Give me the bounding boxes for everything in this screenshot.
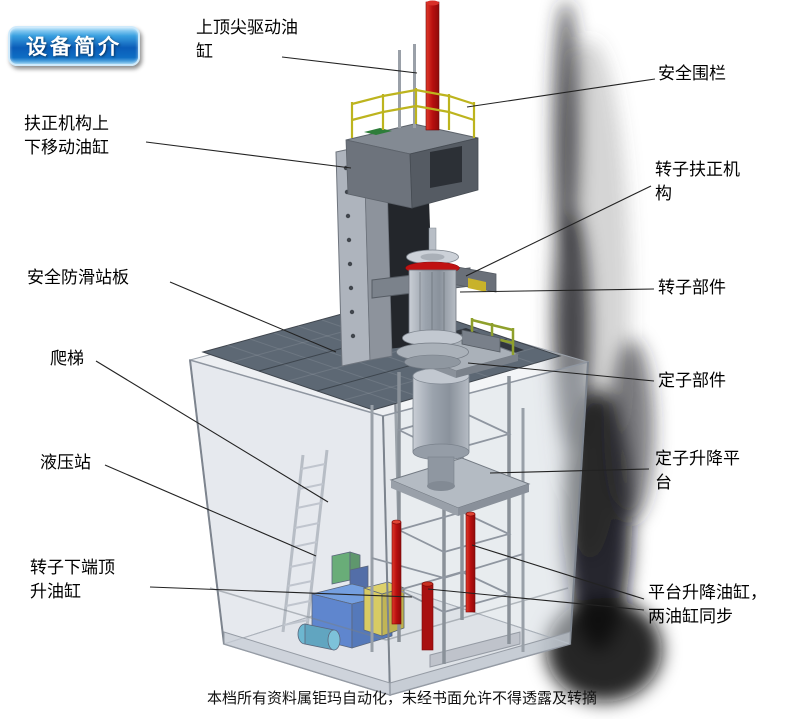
- title-badge-label: 设备简介: [26, 36, 122, 59]
- title-badge: 设备简介: [8, 26, 140, 66]
- leader-line: [95, 360, 329, 503]
- top-drive-cylinder-graphic: [398, 0, 440, 131]
- annotation-safety-fence: 安全围栏: [658, 64, 726, 83]
- annotation-ladder: 爬梯: [50, 349, 84, 368]
- leader-line: [471, 544, 645, 600]
- lift-cylinders-graphic: [391, 511, 476, 651]
- annotation-centering-mechanism-cylinder: 扶正机构上 下移动油缸: [24, 114, 109, 157]
- annotation-hydraulic-station: 液压站: [40, 453, 91, 472]
- rotor-graphic: [371, 227, 501, 370]
- leader-line: [149, 586, 413, 598]
- top-railing-graphic: [350, 88, 476, 138]
- annotation-stator-component: 定子部件: [658, 371, 726, 390]
- leader-line: [465, 185, 652, 277]
- annotation-anti-slip-platform: 安全防滑站板: [27, 268, 129, 287]
- annotation-rotor-component: 转子部件: [658, 278, 726, 297]
- leader-line: [489, 468, 650, 474]
- annotation-rotor-centering-mechanism: 转子扶正机 构: [655, 160, 740, 203]
- leader-line: [145, 141, 352, 169]
- footer-copyright: 本档所有资料属钜玛自动化，未经书面允许不得透露及转摘: [206, 690, 597, 707]
- leader-line: [169, 281, 337, 353]
- shadow-smudge: [546, 0, 662, 702]
- leader-lines: [95, 56, 656, 611]
- annotation-top-center-drive-cylinder: 上顶尖驱动油 缸: [196, 18, 298, 61]
- stator-tower-graphic: [370, 354, 531, 664]
- annotation-rotor-bottom-jack-cylinder: 转子下端顶 升油缸: [30, 558, 115, 601]
- leader-line: [467, 362, 655, 382]
- annotation-platform-lift-cylinders: 平台升降油缸， 两油缸同步: [648, 583, 767, 626]
- leader-line: [466, 78, 656, 108]
- leader-line: [427, 588, 645, 611]
- ladder-graphic: [281, 449, 329, 633]
- leader-line: [104, 464, 317, 557]
- leader-line: [281, 56, 418, 74]
- leader-line: [459, 288, 655, 293]
- annotation-stator-lift-platform: 定子升降平 台: [655, 449, 740, 492]
- base-frame: [223, 631, 571, 696]
